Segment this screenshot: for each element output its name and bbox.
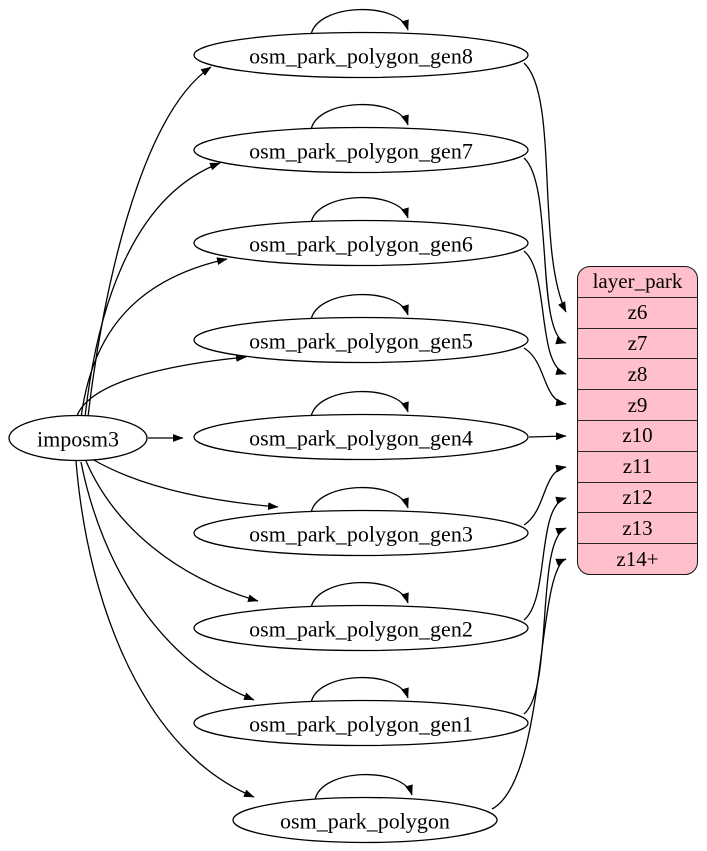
layer-row-z14: z14+ xyxy=(578,543,697,574)
layer-park-table: layer_park z6 z7 z8 z9 z10 z11 z12 z13 z… xyxy=(577,266,698,575)
layer-row-z10: z10 xyxy=(578,419,697,451)
node-label: osm_park_polygon xyxy=(280,809,450,834)
self-loop-gen4 xyxy=(310,390,409,418)
self-loops xyxy=(310,8,413,801)
edge-osm-park-polygon-to-z14 xyxy=(491,558,567,810)
node-label: osm_park_polygon_gen2 xyxy=(249,617,473,642)
node-ellipse xyxy=(193,509,529,557)
layer-row-z7: z7 xyxy=(578,327,697,359)
edge-gen3-to-z11 xyxy=(523,464,567,526)
edge-gen1-to-z13 xyxy=(523,527,567,715)
node-osm-park-polygon-gen5: osm_park_polygon_gen5 xyxy=(193,316,529,364)
edges-to-layer-park xyxy=(491,62,567,810)
layer-row-z11: z11 xyxy=(578,450,697,482)
node-osm-park-polygon-gen2: osm_park_polygon_gen2 xyxy=(193,604,529,652)
edge-imposm3-to-osm-park-polygon xyxy=(75,460,255,798)
self-loop-gen5 xyxy=(310,293,409,321)
edge-imposm3-to-gen7 xyxy=(84,162,221,418)
edge-imposm3-to-gen3 xyxy=(91,458,279,511)
layer-row-z9: z9 xyxy=(578,389,697,420)
edge-imposm3-to-gen2 xyxy=(85,460,259,602)
node-label: osm_park_polygon_gen4 xyxy=(249,426,473,451)
edge-imposm3-to-gen5 xyxy=(75,354,247,420)
node-label: imposm3 xyxy=(37,427,119,452)
node-ellipse xyxy=(8,414,148,462)
edges-from-imposm3 xyxy=(75,66,279,798)
node-osm-park-polygon-gen6: osm_park_polygon_gen6 xyxy=(193,219,529,267)
edge-imposm3-to-gen6 xyxy=(80,257,228,419)
self-loop-gen8 xyxy=(310,8,409,36)
layer-row-z6: z6 xyxy=(578,296,697,328)
node-imposm3: imposm3 xyxy=(8,414,148,462)
self-loop-gen2 xyxy=(310,581,409,609)
layer-row-z12: z12 xyxy=(578,481,697,513)
self-loop-gen3 xyxy=(310,486,409,514)
node-ellipse xyxy=(193,413,529,461)
edge-gen4-to-z10 xyxy=(528,432,567,441)
node-ellipse xyxy=(232,796,498,844)
layer-row-z13: z13 xyxy=(578,512,697,543)
node-label: osm_park_polygon_gen6 xyxy=(249,232,473,257)
node-ellipse xyxy=(193,316,529,364)
edge-imposm3-to-gen8 xyxy=(87,66,212,418)
self-loop-gen1 xyxy=(310,676,409,704)
node-osm-park-polygon-gen8: osm_park_polygon_gen8 xyxy=(193,31,529,79)
node-ellipse xyxy=(193,699,529,747)
node-label: osm_park_polygon_gen1 xyxy=(249,712,473,737)
edge-gen5-to-z9 xyxy=(523,347,567,407)
self-loop-gen7 xyxy=(310,103,409,131)
node-osm-park-polygon: osm_park_polygon xyxy=(232,796,498,844)
layer-park-header: layer_park xyxy=(592,269,683,294)
node-osm-park-polygon-gen3: osm_park_polygon_gen3 xyxy=(193,509,529,557)
node-ellipse xyxy=(193,126,529,174)
node-label: osm_park_polygon_gen3 xyxy=(249,522,473,547)
layer-row-z8: z8 xyxy=(578,358,697,389)
node-label: osm_park_polygon_gen8 xyxy=(249,44,473,69)
edge-gen6-to-z8 xyxy=(523,250,567,375)
edge-gen7-to-z7 xyxy=(523,157,567,345)
node-label: osm_park_polygon_gen5 xyxy=(249,329,473,354)
node-osm-park-polygon-gen1: osm_park_polygon_gen1 xyxy=(193,699,529,747)
self-loop-gen6 xyxy=(310,196,409,224)
node-ellipse xyxy=(193,219,529,267)
node-ellipse xyxy=(193,31,529,79)
node-osm-park-polygon-gen7: osm_park_polygon_gen7 xyxy=(193,126,529,174)
node-ellipse xyxy=(193,604,529,652)
edge-gen8-to-z6 xyxy=(523,62,567,313)
edge-gen2-to-z12 xyxy=(523,496,567,621)
self-loop-osm-park-polygon xyxy=(314,773,413,801)
node-osm-park-polygon-gen4: osm_park_polygon_gen4 xyxy=(193,413,529,461)
edge-imposm3-to-gen1 xyxy=(80,461,255,701)
node-label: osm_park_polygon_gen7 xyxy=(249,139,473,164)
